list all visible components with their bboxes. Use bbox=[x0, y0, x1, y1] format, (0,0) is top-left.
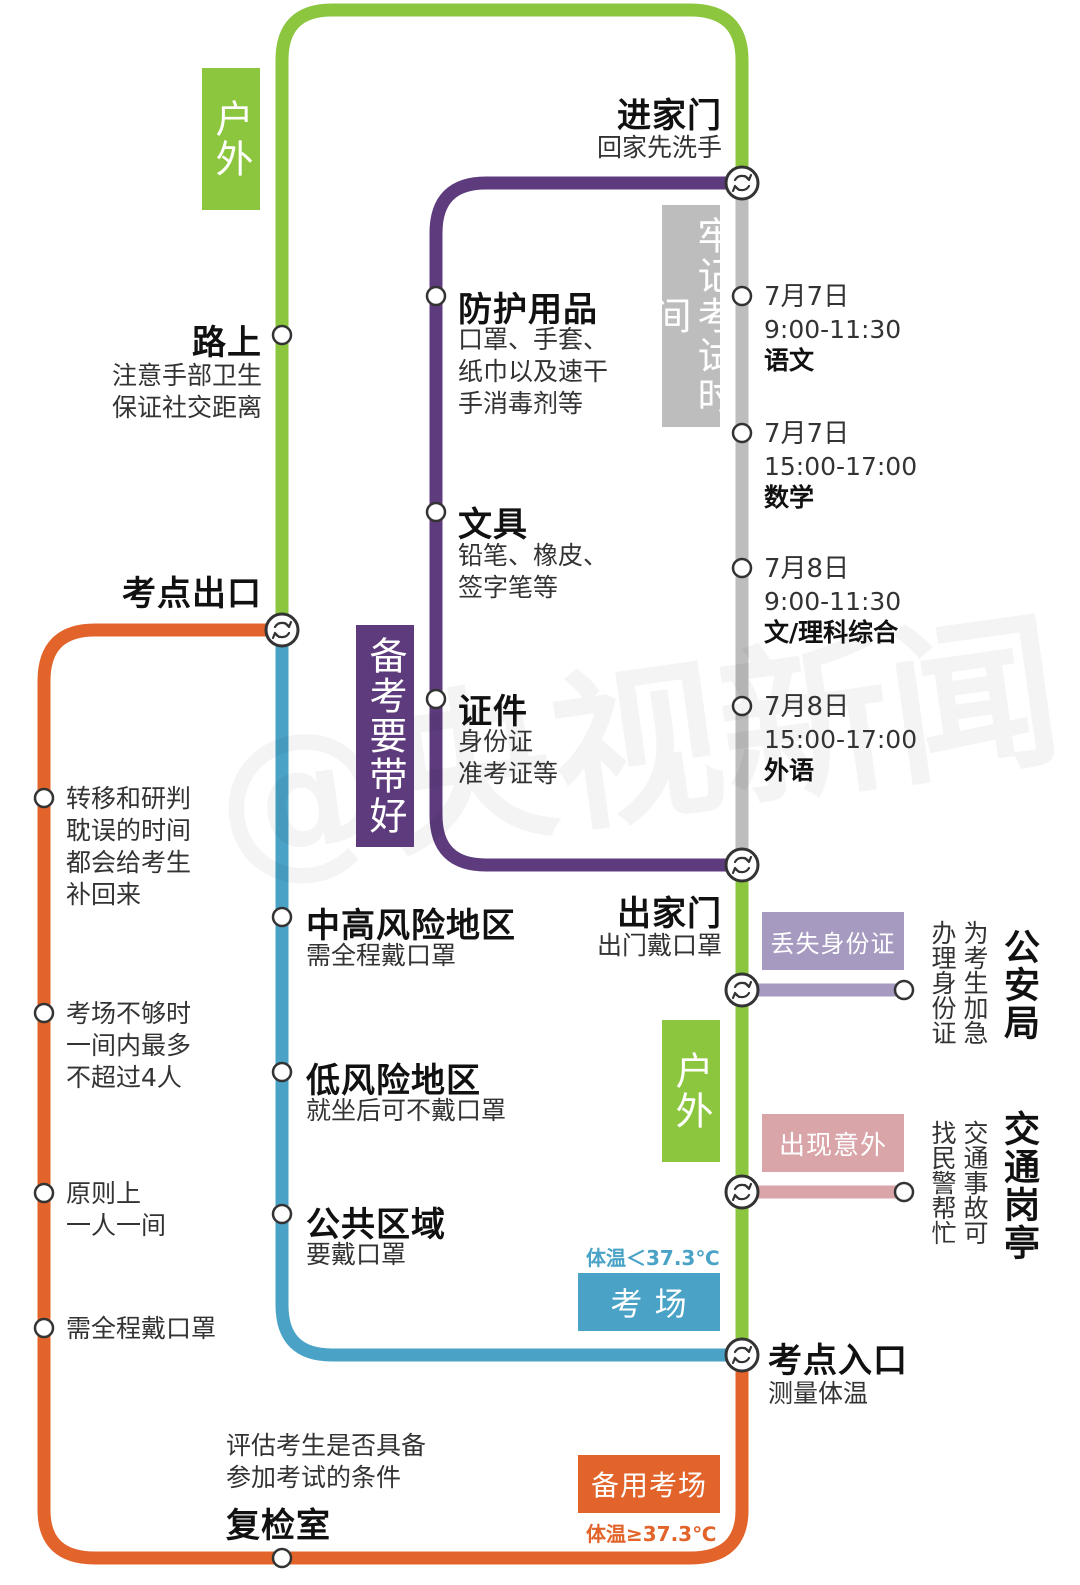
schedule-time: 9:00-11:30 bbox=[764, 587, 902, 616]
schedule-subject: 语文 bbox=[764, 346, 815, 375]
transfer-circle-icon bbox=[724, 1174, 760, 1210]
backup-note: 需全程戴口罩 bbox=[66, 1314, 217, 1343]
station-exam-entry-title: 考点入口 bbox=[768, 1341, 908, 1381]
backup-room-temp: 体温≥37.3℃ bbox=[586, 1522, 717, 1546]
station-public-area-sub: 要戴口罩 bbox=[306, 1240, 407, 1269]
transfer-circle-icon bbox=[724, 847, 760, 883]
station-dot-icon bbox=[33, 787, 55, 809]
station-low-risk-sub: 就坐后可不戴口罩 bbox=[306, 1096, 507, 1125]
station-documents-title: 证件 bbox=[458, 692, 528, 732]
station-dot-icon bbox=[425, 501, 447, 523]
schedule-label: 牢记考试时间 bbox=[647, 205, 735, 427]
station-exam-entry-sub: 测量体温 bbox=[768, 1379, 869, 1408]
lost-id-label: 丢失身份证 bbox=[762, 912, 904, 970]
accident-station-title: 交通岗亭 bbox=[998, 1110, 1039, 1262]
station-stationery-title: 文具 bbox=[458, 505, 528, 545]
backup-note: 转移和研判 耽误的时间 都会给考生 补回来 bbox=[66, 784, 192, 909]
station-dot-icon bbox=[271, 1547, 293, 1569]
lost-id-desc: 办理身份证 bbox=[928, 920, 957, 1045]
outdoor-label-bottom: 户外 bbox=[662, 1020, 720, 1162]
accident-desc: 找民警帮忙 bbox=[928, 1120, 957, 1245]
green-line bbox=[275, 3, 749, 1355]
lost-id-desc: 为考生加急 bbox=[960, 920, 989, 1045]
station-home-enter-sub: 回家先洗手 bbox=[596, 133, 722, 162]
station-dot-icon bbox=[425, 285, 447, 307]
station-home-leave-title: 出家门 bbox=[617, 894, 722, 934]
schedule-subject: 外语 bbox=[764, 756, 815, 785]
station-dot-icon bbox=[33, 1317, 55, 1339]
station-recheck-title: 复检室 bbox=[226, 1506, 331, 1546]
station-dot-icon bbox=[893, 1181, 915, 1203]
exam-room-temp: 体温＜37.3℃ bbox=[586, 1246, 720, 1270]
schedule-date: 7月8日 bbox=[764, 692, 850, 722]
schedule-subject: 文/理科综合 bbox=[764, 618, 899, 647]
station-documents-sub: 身份证 准考证等 bbox=[458, 727, 559, 788]
outdoor-label-top: 户外 bbox=[202, 68, 260, 210]
schedule-date: 7月7日 bbox=[764, 282, 850, 312]
station-high-risk-sub: 需全程戴口罩 bbox=[306, 941, 457, 970]
station-home-enter-title: 进家门 bbox=[617, 96, 722, 136]
station-road-title: 路上 bbox=[192, 323, 262, 363]
schedule-time: 9:00-11:30 bbox=[764, 315, 902, 344]
exam-room-label: 考 场 bbox=[578, 1273, 720, 1331]
prepare-label: 备考要带好 bbox=[356, 625, 414, 847]
station-dot-icon bbox=[271, 324, 293, 346]
station-dot-icon bbox=[33, 1182, 55, 1204]
station-home-leave-sub: 出门戴口罩 bbox=[596, 931, 722, 960]
station-low-risk-title: 低风险地区 bbox=[306, 1061, 481, 1101]
station-dot-icon bbox=[893, 979, 915, 1001]
station-exam-exit-title: 考点出口 bbox=[122, 574, 262, 614]
station-public-area-title: 公共区域 bbox=[306, 1205, 446, 1245]
station-dot-icon bbox=[271, 906, 293, 928]
orange-line bbox=[37, 623, 749, 1565]
station-dot-icon bbox=[731, 557, 753, 579]
station-dot-icon bbox=[271, 1203, 293, 1225]
station-dot-icon bbox=[731, 695, 753, 717]
accident-desc: 交通事故可 bbox=[960, 1120, 989, 1245]
accident-label: 出现意外 bbox=[762, 1114, 904, 1172]
station-protective-title: 防护用品 bbox=[458, 290, 598, 330]
station-dot-icon bbox=[33, 1002, 55, 1024]
transfer-circle-icon bbox=[724, 165, 760, 201]
schedule-subject: 数学 bbox=[764, 483, 815, 512]
station-recheck-sub: 评估考生是否具备 参加考试的条件 bbox=[226, 1431, 427, 1492]
backup-note: 原则上 一人一间 bbox=[66, 1179, 167, 1240]
station-road-sub: 注意手部卫生 保证社交距离 bbox=[111, 361, 262, 422]
transfer-circle-icon bbox=[724, 972, 760, 1008]
station-dot-icon bbox=[731, 422, 753, 444]
transfer-circle-icon bbox=[264, 612, 300, 648]
purple-line bbox=[429, 176, 742, 872]
lost-id-station-title: 公安局 bbox=[998, 928, 1039, 1042]
station-high-risk-title: 中高风险地区 bbox=[306, 906, 516, 946]
blue-line bbox=[275, 630, 742, 1362]
backup-room-label: 备用考场 bbox=[578, 1455, 720, 1513]
schedule-time: 15:00-17:00 bbox=[764, 452, 918, 481]
schedule-date: 7月8日 bbox=[764, 554, 850, 584]
backup-note: 考场不够时 一间内最多 不超过4人 bbox=[66, 999, 192, 1092]
schedule-date: 7月7日 bbox=[764, 419, 850, 449]
station-stationery-sub: 铅笔、橡皮、 签字笔等 bbox=[458, 541, 609, 602]
transfer-circle-icon bbox=[724, 1337, 760, 1373]
station-dot-icon bbox=[271, 1061, 293, 1083]
station-protective-sub: 口罩、手套、 纸巾以及速干 手消毒剂等 bbox=[458, 325, 609, 418]
station-dot-icon bbox=[731, 285, 753, 307]
schedule-time: 15:00-17:00 bbox=[764, 725, 918, 754]
station-dot-icon bbox=[425, 688, 447, 710]
